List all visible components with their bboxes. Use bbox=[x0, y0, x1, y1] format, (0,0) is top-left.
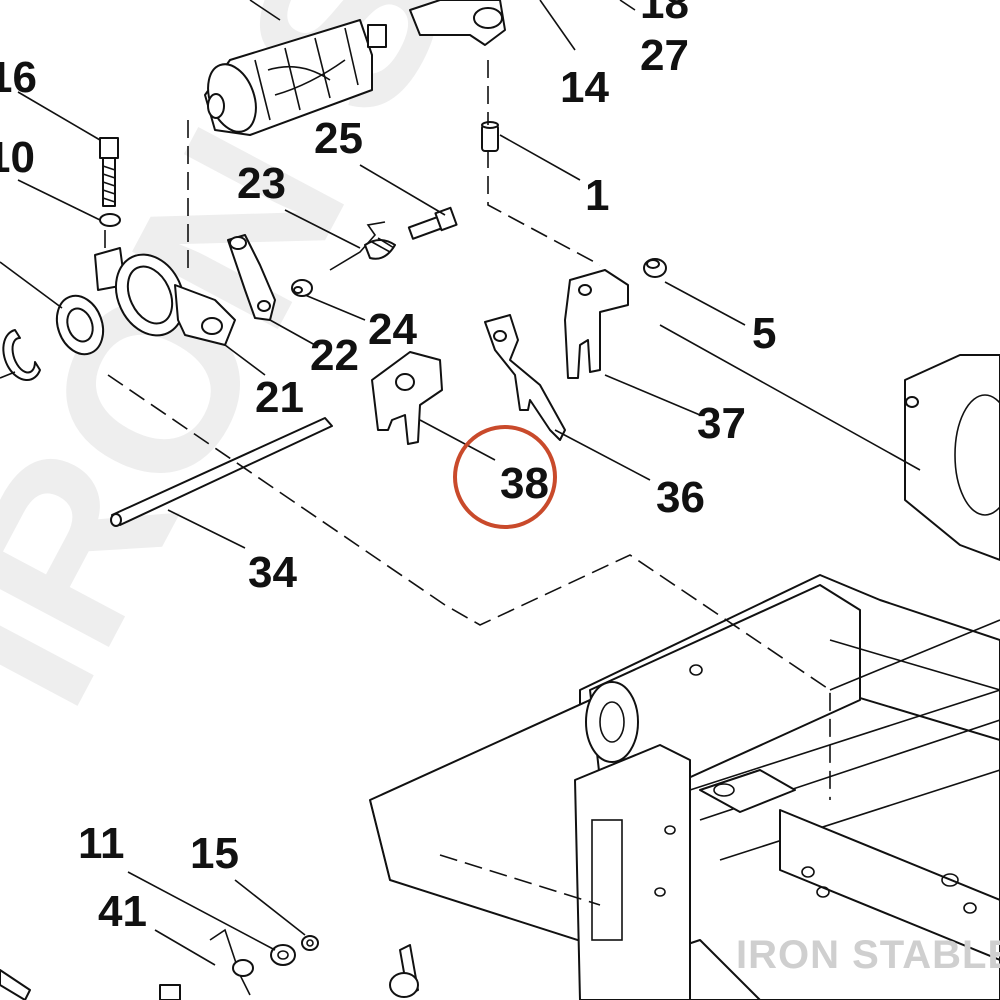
callout-34: 34 bbox=[248, 548, 297, 597]
callout-25: 25 bbox=[314, 114, 363, 163]
part-36-fork bbox=[484, 314, 566, 441]
part-22-lever bbox=[227, 234, 276, 321]
shift-drum bbox=[204, 19, 387, 136]
part-16-bolt bbox=[99, 137, 119, 207]
lever-fragment bbox=[0, 969, 31, 1000]
transmission-case bbox=[369, 354, 1000, 1000]
part-15-washer bbox=[301, 935, 319, 951]
brand-mark: IRON STABLE bbox=[736, 933, 1000, 977]
part-5-nut bbox=[643, 258, 667, 278]
snap-ring bbox=[2, 329, 41, 382]
callout-14: 14 bbox=[560, 63, 609, 112]
callout-22: 22 bbox=[310, 331, 359, 380]
part-10-washer bbox=[99, 213, 121, 227]
callout-16: 16 bbox=[0, 53, 37, 102]
part-34-shaft bbox=[110, 417, 333, 527]
part-38-fork bbox=[371, 351, 443, 445]
callout-23: 23 bbox=[237, 159, 286, 208]
callout-10: 10 bbox=[0, 133, 35, 182]
callout-27: 27 bbox=[640, 31, 689, 80]
callout-38: 38 bbox=[500, 459, 549, 508]
part-37-fork bbox=[564, 269, 629, 379]
bearing bbox=[55, 294, 105, 356]
part-24-bushing bbox=[291, 279, 313, 297]
callout-15: 15 bbox=[190, 829, 239, 878]
callout-36: 36 bbox=[656, 473, 705, 522]
callout-21: 21 bbox=[255, 373, 304, 422]
assembly-lines bbox=[104, 60, 831, 906]
highlight-circle-38 bbox=[453, 425, 557, 529]
callout-labels: 16 10 18 27 14 25 23 1 24 22 5 21 37 38 … bbox=[0, 0, 776, 936]
part-41-spring bbox=[209, 928, 254, 996]
part-25-bolt bbox=[407, 206, 458, 240]
callout-11: 11 bbox=[78, 819, 125, 868]
callout-41: 41 bbox=[98, 887, 147, 936]
part-1-dowel bbox=[481, 121, 499, 152]
part-11-washer bbox=[270, 944, 296, 966]
leader-lines bbox=[0, 0, 921, 966]
callout-24: 24 bbox=[368, 305, 417, 354]
callout-37: 37 bbox=[697, 399, 746, 448]
bolt-fragment bbox=[159, 984, 181, 1000]
part-21-shift-arm bbox=[94, 247, 236, 346]
callout-1: 1 bbox=[585, 171, 609, 220]
callout-18: 18 bbox=[640, 0, 689, 28]
part-14-link bbox=[409, 0, 506, 46]
cotter-pin bbox=[389, 944, 419, 998]
part-23-spring bbox=[329, 221, 396, 271]
callout-5: 5 bbox=[752, 309, 776, 358]
